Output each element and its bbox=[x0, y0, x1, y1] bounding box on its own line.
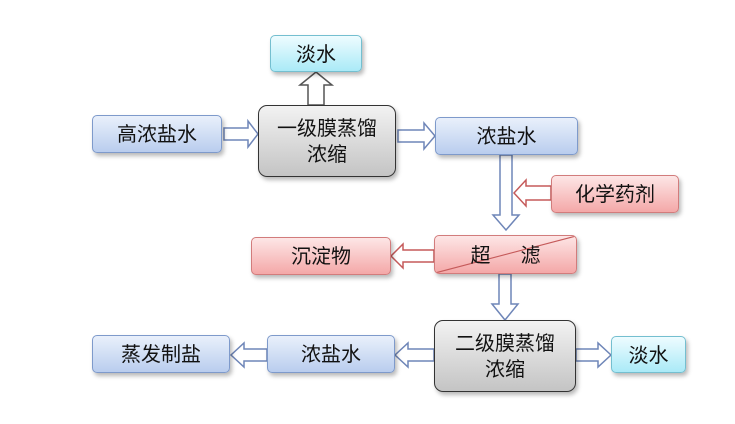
node-sediment-label: 沉淀物 bbox=[291, 244, 351, 268]
filter-slash-line bbox=[435, 236, 576, 273]
filter-char-2: 滤 bbox=[520, 242, 541, 267]
node-ultrafiltration: 超滤 bbox=[434, 235, 577, 274]
node-high-brine: 高浓盐水 bbox=[92, 115, 222, 153]
node-chemicals-label: 化学药剂 bbox=[575, 182, 655, 206]
node-brine-1: 浓盐水 bbox=[435, 117, 578, 155]
arrow-membrane2-to-brine2 bbox=[393, 341, 435, 369]
node-membrane-distillation-2: 二级膜蒸馏 浓缩 bbox=[434, 320, 576, 392]
arrow-membrane2-to-freshwater bbox=[575, 341, 613, 369]
arrow-chemicals-to-pipe bbox=[512, 178, 552, 208]
node-evaporation-salt-label: 蒸发制盐 bbox=[121, 342, 201, 366]
arrow-membrane1-to-brine1 bbox=[397, 120, 436, 152]
node-chemicals: 化学药剂 bbox=[551, 175, 679, 213]
filter-char-1: 超 bbox=[470, 242, 491, 267]
node-fresh-water-right-label: 淡水 bbox=[628, 342, 669, 367]
arrow-highbrine-to-membrane1 bbox=[223, 118, 259, 150]
node-evaporation-salt: 蒸发制盐 bbox=[92, 335, 230, 373]
node-membrane-1-line2: 浓缩 bbox=[307, 142, 347, 166]
node-fresh-water-top-label: 淡水 bbox=[296, 41, 336, 66]
node-fresh-water-right: 淡水 bbox=[611, 336, 686, 373]
arrow-filter-to-sediment bbox=[389, 242, 435, 270]
arrow-brine1-to-filter bbox=[491, 154, 521, 232]
node-membrane-2-line2: 浓缩 bbox=[485, 357, 525, 381]
arrow-brine2-to-evaporation bbox=[229, 341, 268, 369]
node-brine-2: 浓盐水 bbox=[267, 335, 395, 373]
arrow-membrane1-to-freshwater bbox=[297, 71, 335, 106]
node-ultrafiltration-label: 超滤 bbox=[471, 242, 541, 268]
node-membrane-2-line1: 二级膜蒸馏 bbox=[455, 331, 555, 355]
node-membrane-distillation-1: 一级膜蒸馏 浓缩 bbox=[258, 105, 396, 177]
node-brine-2-label: 浓盐水 bbox=[301, 342, 361, 366]
node-sediment: 沉淀物 bbox=[251, 237, 391, 275]
arrow-filter-to-membrane2 bbox=[490, 273, 520, 322]
node-membrane-1-line1: 一级膜蒸馏 bbox=[277, 116, 377, 140]
node-brine-1-label: 浓盐水 bbox=[476, 124, 537, 148]
node-high-brine-label: 高浓盐水 bbox=[117, 122, 197, 146]
node-fresh-water-top: 淡水 bbox=[270, 35, 362, 72]
